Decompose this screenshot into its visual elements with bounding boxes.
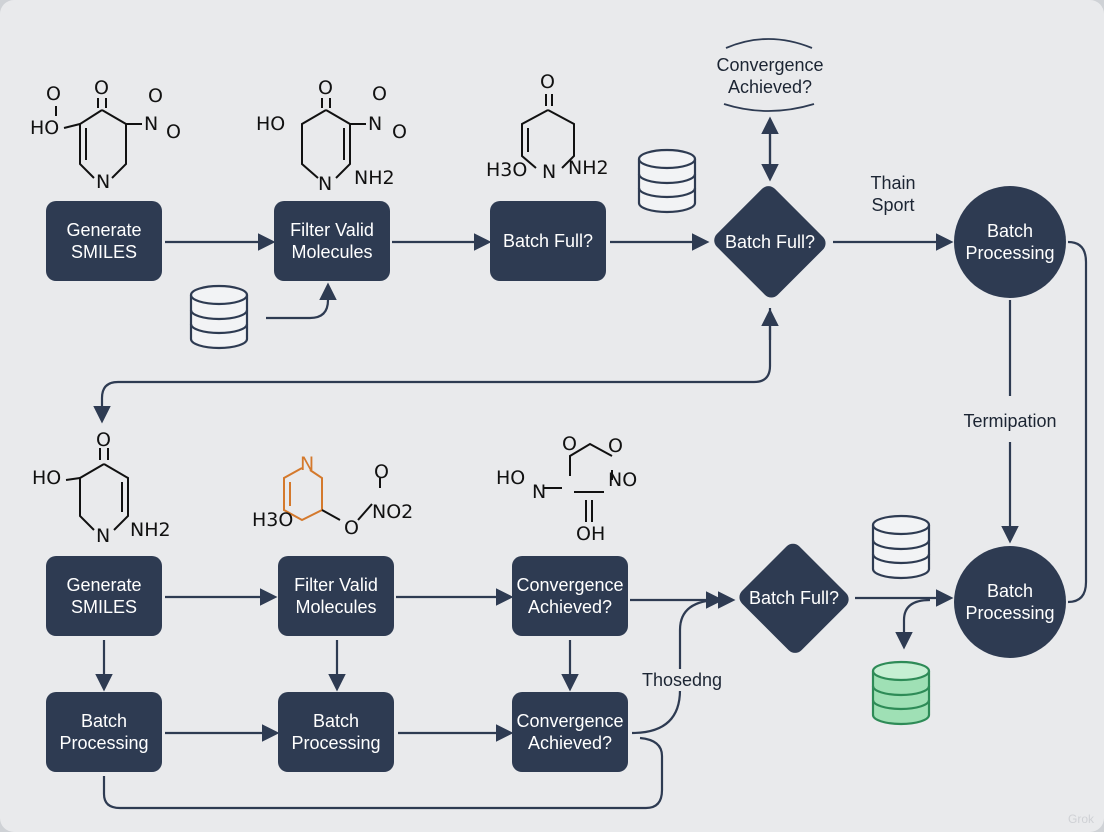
database-icon-1 — [189, 284, 249, 350]
molecule-5: N H3O O NO2 O — [250, 448, 420, 548]
database-icon-2 — [637, 148, 697, 214]
watermark: Grok — [1067, 812, 1094, 826]
diamond-1-text: Batch Full? — [724, 232, 816, 252]
m2-no-o2: O — [392, 121, 407, 143]
m1-no-o1: O — [148, 85, 163, 107]
m2-no-o1: O — [372, 83, 387, 105]
m6-o1: O — [562, 433, 577, 455]
label-termination: Termipation — [954, 410, 1066, 432]
node-batch-processing-3[interactable]: Batch Processing — [46, 692, 162, 772]
arc-top — [725, 38, 813, 49]
label-thain-sport: Thain Sport — [870, 173, 916, 215]
molecule-6: HO N O O NO OH — [494, 430, 664, 550]
diamond-2-text: Batch Full? — [748, 588, 840, 608]
node-batch-full-diamond-1[interactable]: Batch Full? — [710, 185, 830, 299]
node-filter-valid-molecules-2[interactable]: Filter Valid Molecules — [278, 556, 394, 636]
m5-n: N — [300, 453, 315, 475]
edge-loop-to-bottom — [93, 308, 772, 424]
molecule-4: O HO N NH2 — [32, 430, 182, 550]
m2-n: N — [318, 173, 333, 195]
m4-n: N — [96, 525, 111, 547]
database-icon-green — [871, 660, 931, 726]
m5-o: O — [344, 517, 359, 539]
node-batch-full-1[interactable]: Batch Full? — [490, 201, 606, 281]
m4-ho: HO — [32, 467, 62, 489]
m3-n: N — [542, 161, 557, 183]
m2-o-top: O — [318, 77, 333, 99]
m4-o-top: O — [96, 429, 111, 451]
label-convergence-achieved-top: Convergence Achieved? — [716, 55, 824, 97]
edge-bottom-loop — [102, 736, 664, 810]
m4-nh2: NH2 — [130, 519, 171, 541]
m5-o-top: O — [374, 461, 389, 483]
node-generate-smiles-1[interactable]: Generate SMILES — [46, 201, 162, 281]
m1-no: N — [144, 113, 159, 135]
node-filter-valid-molecules-1[interactable]: Filter Valid Molecules — [274, 201, 390, 281]
m3-nh2: NH2 — [568, 157, 609, 179]
edge-db-green — [895, 598, 931, 650]
m3-h3o: H3O — [486, 159, 528, 181]
m1-o-top: O — [94, 77, 109, 99]
m6-ho: HO — [496, 467, 526, 489]
m1-ho: HO — [30, 117, 60, 139]
edge-right-loop — [1067, 240, 1088, 604]
m6-n: N — [532, 481, 547, 503]
node-batch-processing-4[interactable]: Batch Processing — [278, 692, 394, 772]
m5-no2: NO2 — [372, 501, 414, 523]
m2-nh2: NH2 — [354, 167, 395, 189]
edge-db-filter1 — [266, 282, 337, 320]
m1-o-left: O — [46, 83, 61, 105]
m1-no-o2: O — [166, 121, 181, 143]
m5-h3o: H3O — [252, 509, 294, 531]
label-thoseding: Thosedng — [636, 669, 728, 691]
database-icon-3 — [871, 514, 931, 580]
arc-bottom — [723, 103, 815, 112]
node-convergence-achieved-1[interactable]: Convergence Achieved? — [512, 556, 628, 636]
node-generate-smiles-2[interactable]: Generate SMILES — [46, 556, 162, 636]
m2-no: N — [368, 113, 383, 135]
node-batch-processing-2[interactable]: Batch Processing — [954, 546, 1066, 658]
node-batch-full-diamond-2[interactable]: Batch Full? — [736, 542, 852, 654]
node-batch-processing-1[interactable]: Batch Processing — [954, 186, 1066, 298]
molecule-1: O O HO N O O N — [30, 78, 190, 198]
m3-o-top: O — [540, 71, 555, 93]
edge-conv2-diamond2 — [631, 591, 724, 735]
m6-o2: O — [608, 435, 623, 457]
node-convergence-achieved-2[interactable]: Convergence Achieved? — [512, 692, 628, 772]
m2-ho: HO — [256, 113, 286, 135]
m6-oh: OH — [576, 523, 606, 545]
molecule-3: O H3O N NH2 — [486, 72, 626, 192]
m6-no: NO — [608, 469, 638, 491]
molecule-2: O HO N O O N NH2 — [256, 78, 416, 198]
m1-n: N — [96, 171, 111, 193]
